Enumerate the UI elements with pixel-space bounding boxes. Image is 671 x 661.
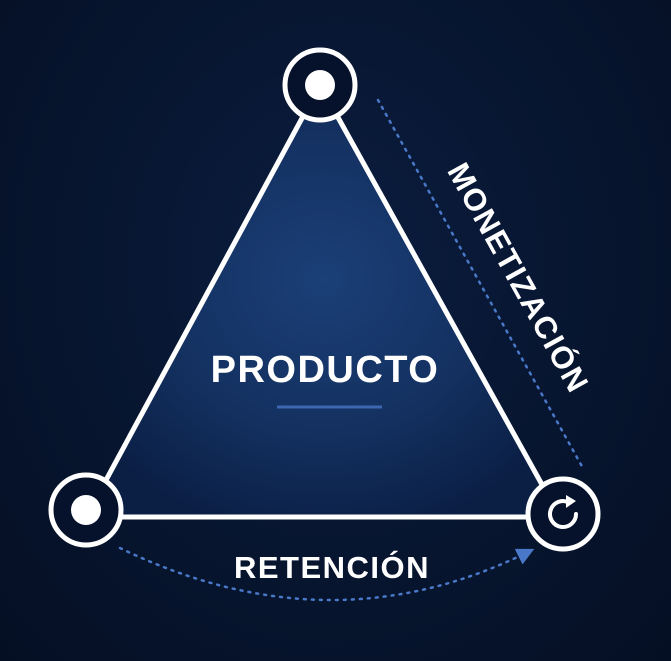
dot-icon bbox=[71, 495, 101, 525]
product-triangle bbox=[83, 82, 563, 520]
node-bottom-right bbox=[525, 476, 601, 552]
node-bottom-left bbox=[48, 472, 124, 548]
node-top bbox=[282, 47, 358, 123]
center-label: PRODUCTO bbox=[211, 349, 440, 391]
dot-icon bbox=[305, 70, 335, 100]
retention-dotted-arrow bbox=[118, 546, 535, 602]
retention-label: RETENCIÓN bbox=[234, 549, 430, 585]
refresh-cycle-icon bbox=[548, 495, 578, 530]
monetization-dotted-line bbox=[376, 98, 586, 472]
